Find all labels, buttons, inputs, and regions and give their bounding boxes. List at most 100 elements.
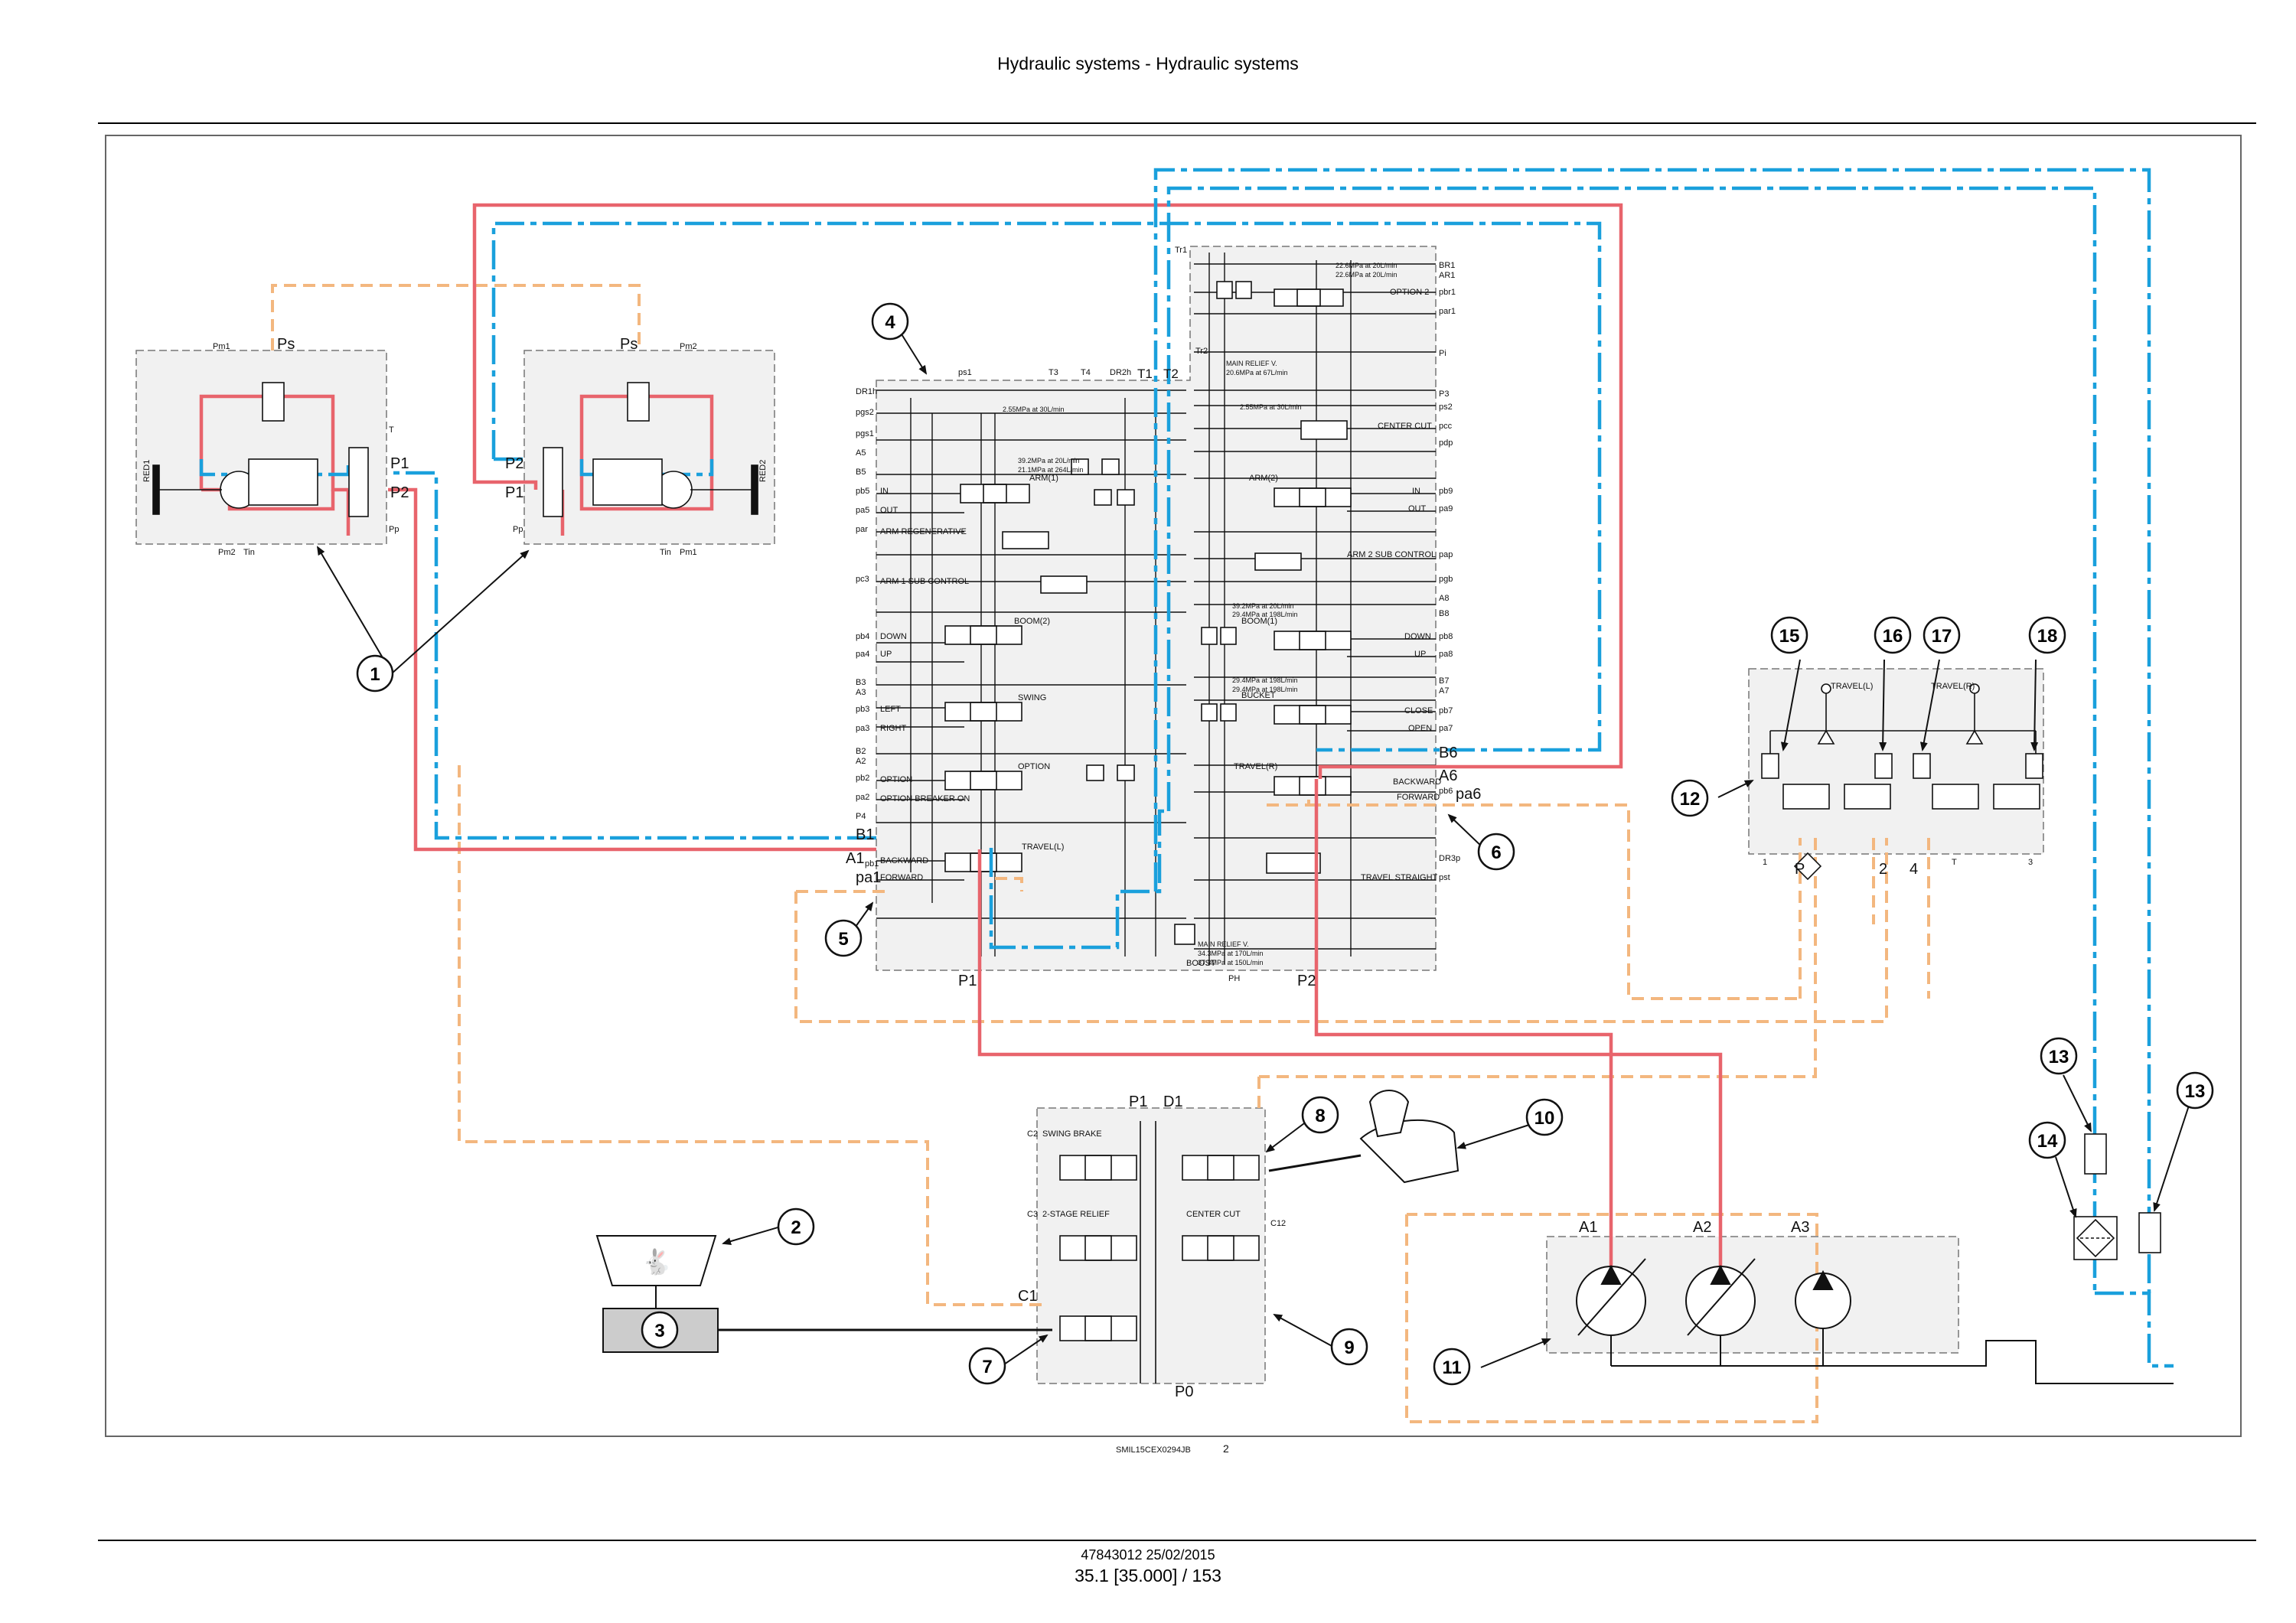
svg-text:TRAVEL(L): TRAVEL(L)	[1831, 682, 1873, 691]
solenoid-labels: P1 D1 C2 C3 C1 C12 SWING BRAKE 2-STAGE R…	[1018, 1093, 1286, 1400]
filter-check-elements	[2073, 1133, 2161, 1260]
svg-text:C1: C1	[1018, 1288, 1038, 1305]
svg-text:ARM REGENERATIVE: ARM REGENERATIVE	[880, 527, 967, 536]
svg-text:pgb: pgb	[1439, 575, 1453, 584]
callout-2: 2	[777, 1207, 815, 1246]
callout-leaders	[316, 330, 2190, 1368]
svg-text:pcc: pcc	[1439, 422, 1453, 431]
svg-text:pst: pst	[1439, 873, 1450, 882]
figure-number: 2	[1223, 1442, 1229, 1455]
svg-text:pap: pap	[1439, 550, 1453, 559]
svg-text:P: P	[1795, 861, 1805, 878]
callout-16: 16	[1874, 616, 1912, 654]
callout-10: 10	[1525, 1098, 1564, 1136]
svg-text:39.2MPa at 20L/min: 39.2MPa at 20L/min	[1018, 457, 1080, 464]
svg-text:2: 2	[1879, 861, 1887, 878]
footer-rule	[98, 1540, 2256, 1541]
valve-left-port-labels: DR1h pgs2 pgs1 A5 B5 pb5 pa5 par pc3 pb4…	[856, 387, 877, 821]
svg-text:22.6MPa at 20L/min: 22.6MPa at 20L/min	[1336, 271, 1397, 279]
svg-text:MAIN RELIEF V.: MAIN RELIEF V.	[1226, 360, 1277, 367]
callout-14: 14	[2028, 1121, 2066, 1159]
svg-text:ps1: ps1	[958, 368, 972, 377]
svg-text:pa7: pa7	[1439, 724, 1453, 733]
svg-text:par1: par1	[1439, 307, 1456, 316]
svg-text:4: 4	[885, 312, 895, 333]
svg-text:pb4: pb4	[856, 632, 869, 641]
svg-text:OPTION 2: OPTION 2	[1390, 288, 1429, 297]
valve-right-port-labels: BR1 AR1 pbr1 par1 Pi P3 ps2 pcc pdp pb9 …	[1439, 261, 1460, 882]
svg-text:37.3MPa at 150L/min: 37.3MPa at 150L/min	[1198, 959, 1264, 966]
svg-text:A2: A2	[856, 757, 866, 766]
svg-text:BUCKET: BUCKET	[1241, 691, 1276, 700]
svg-text:UP: UP	[880, 650, 892, 659]
callout-11: 11	[1433, 1348, 1471, 1386]
svg-text:BOOM(2): BOOM(2)	[1014, 617, 1050, 626]
svg-text:pa2: pa2	[856, 793, 869, 802]
svg-text:PH: PH	[1228, 974, 1240, 983]
svg-text:16: 16	[1883, 626, 1903, 647]
svg-text:T1: T1	[1137, 367, 1153, 381]
svg-text:A3: A3	[1791, 1219, 1809, 1236]
svg-text:10: 10	[1534, 1108, 1555, 1129]
left-motor-pm1: Pm1	[213, 342, 230, 351]
figure-code: SMIL15CEX0294JB	[1116, 1445, 1191, 1455]
svg-text:20.6MPa at 67L/min: 20.6MPa at 67L/min	[1226, 369, 1288, 376]
svg-text:P2: P2	[1297, 973, 1316, 989]
svg-text:pb8: pb8	[1439, 632, 1453, 641]
svg-text:Pi: Pi	[1439, 349, 1446, 358]
svg-text:TRAVEL(R): TRAVEL(R)	[1931, 682, 1975, 691]
svg-text:DR1h: DR1h	[856, 387, 877, 396]
svg-text:pbr1: pbr1	[1439, 288, 1456, 297]
svg-text:P0: P0	[1175, 1383, 1193, 1400]
svg-text:29.4MPa at 198L/min: 29.4MPa at 198L/min	[1232, 676, 1298, 684]
pedal-labels: TRAVEL(L) TRAVEL(R) 1 P 2 4 T 3	[1763, 682, 2033, 878]
svg-text:pb9: pb9	[1439, 487, 1453, 496]
svg-text:OPTION BREAKER ON: OPTION BREAKER ON	[880, 794, 970, 803]
svg-text:T: T	[1952, 858, 1957, 867]
svg-text:pgs2: pgs2	[856, 408, 874, 417]
svg-text:T2: T2	[1163, 367, 1179, 381]
svg-text:MAIN RELIEF V.: MAIN RELIEF V.	[1198, 940, 1249, 948]
svg-text:LEFT: LEFT	[880, 705, 901, 714]
svg-text:7: 7	[982, 1357, 992, 1377]
svg-text:18: 18	[2037, 626, 2058, 647]
svg-text:39.2MPa at 20L/min: 39.2MPa at 20L/min	[1232, 602, 1294, 610]
callout-3: 3	[641, 1311, 679, 1349]
svg-text:C2: C2	[1027, 1129, 1038, 1139]
svg-text:2-STAGE RELIEF: 2-STAGE RELIEF	[1042, 1210, 1110, 1219]
svg-text:BOOM(1): BOOM(1)	[1241, 617, 1277, 626]
callout-7: 7	[968, 1347, 1006, 1385]
svg-text:OPEN: OPEN	[1408, 724, 1432, 733]
svg-text:pc3: pc3	[856, 575, 869, 584]
svg-text:pb3: pb3	[856, 705, 869, 714]
svg-text:2.55MPa at 30L/min: 2.55MPa at 30L/min	[1240, 403, 1302, 411]
svg-text:CLOSE: CLOSE	[1404, 706, 1433, 715]
svg-text:A1: A1	[1579, 1219, 1597, 1236]
svg-text:DOWN: DOWN	[880, 632, 907, 641]
svg-text:pa6: pa6	[1456, 786, 1481, 803]
rabbit-icon: 🐇	[641, 1248, 672, 1276]
svg-text:pa3: pa3	[856, 724, 869, 733]
svg-text:pa9: pa9	[1439, 504, 1453, 513]
page-header: Hydraulic systems - Hydraulic systems	[997, 54, 1299, 73]
callout-13a: 13	[2040, 1037, 2078, 1075]
travel-pedal-valve	[1748, 668, 2044, 855]
right-motor-p1: P1	[505, 484, 523, 501]
svg-text:A2: A2	[1693, 1219, 1711, 1236]
solenoid-valve-symbols	[1059, 1121, 1260, 1383]
return-lines	[199, 168, 2174, 1368]
valve-port-words: IN OUT DOWN UP LEFT RIGHT OPTION OPTION …	[880, 487, 1441, 983]
svg-text:4: 4	[1910, 861, 1918, 878]
svg-text:T4: T4	[1081, 368, 1091, 377]
svg-text:OPTION: OPTION	[880, 775, 912, 784]
svg-text:OUT: OUT	[1408, 504, 1427, 513]
svg-text:P1: P1	[958, 973, 977, 989]
svg-text:17: 17	[1932, 626, 1952, 647]
svg-text:pb2: pb2	[856, 774, 869, 783]
svg-text:IN: IN	[880, 487, 889, 496]
svg-text:par: par	[856, 525, 868, 534]
right-motor-pm1: Pm2	[680, 342, 697, 351]
valve-section-labels: ARM(1) ARM REGENERATIVE ARM 1 SUB CONTRO…	[880, 288, 1436, 852]
svg-text:pgs1: pgs1	[856, 429, 874, 438]
svg-text:DR3p: DR3p	[1439, 854, 1460, 863]
